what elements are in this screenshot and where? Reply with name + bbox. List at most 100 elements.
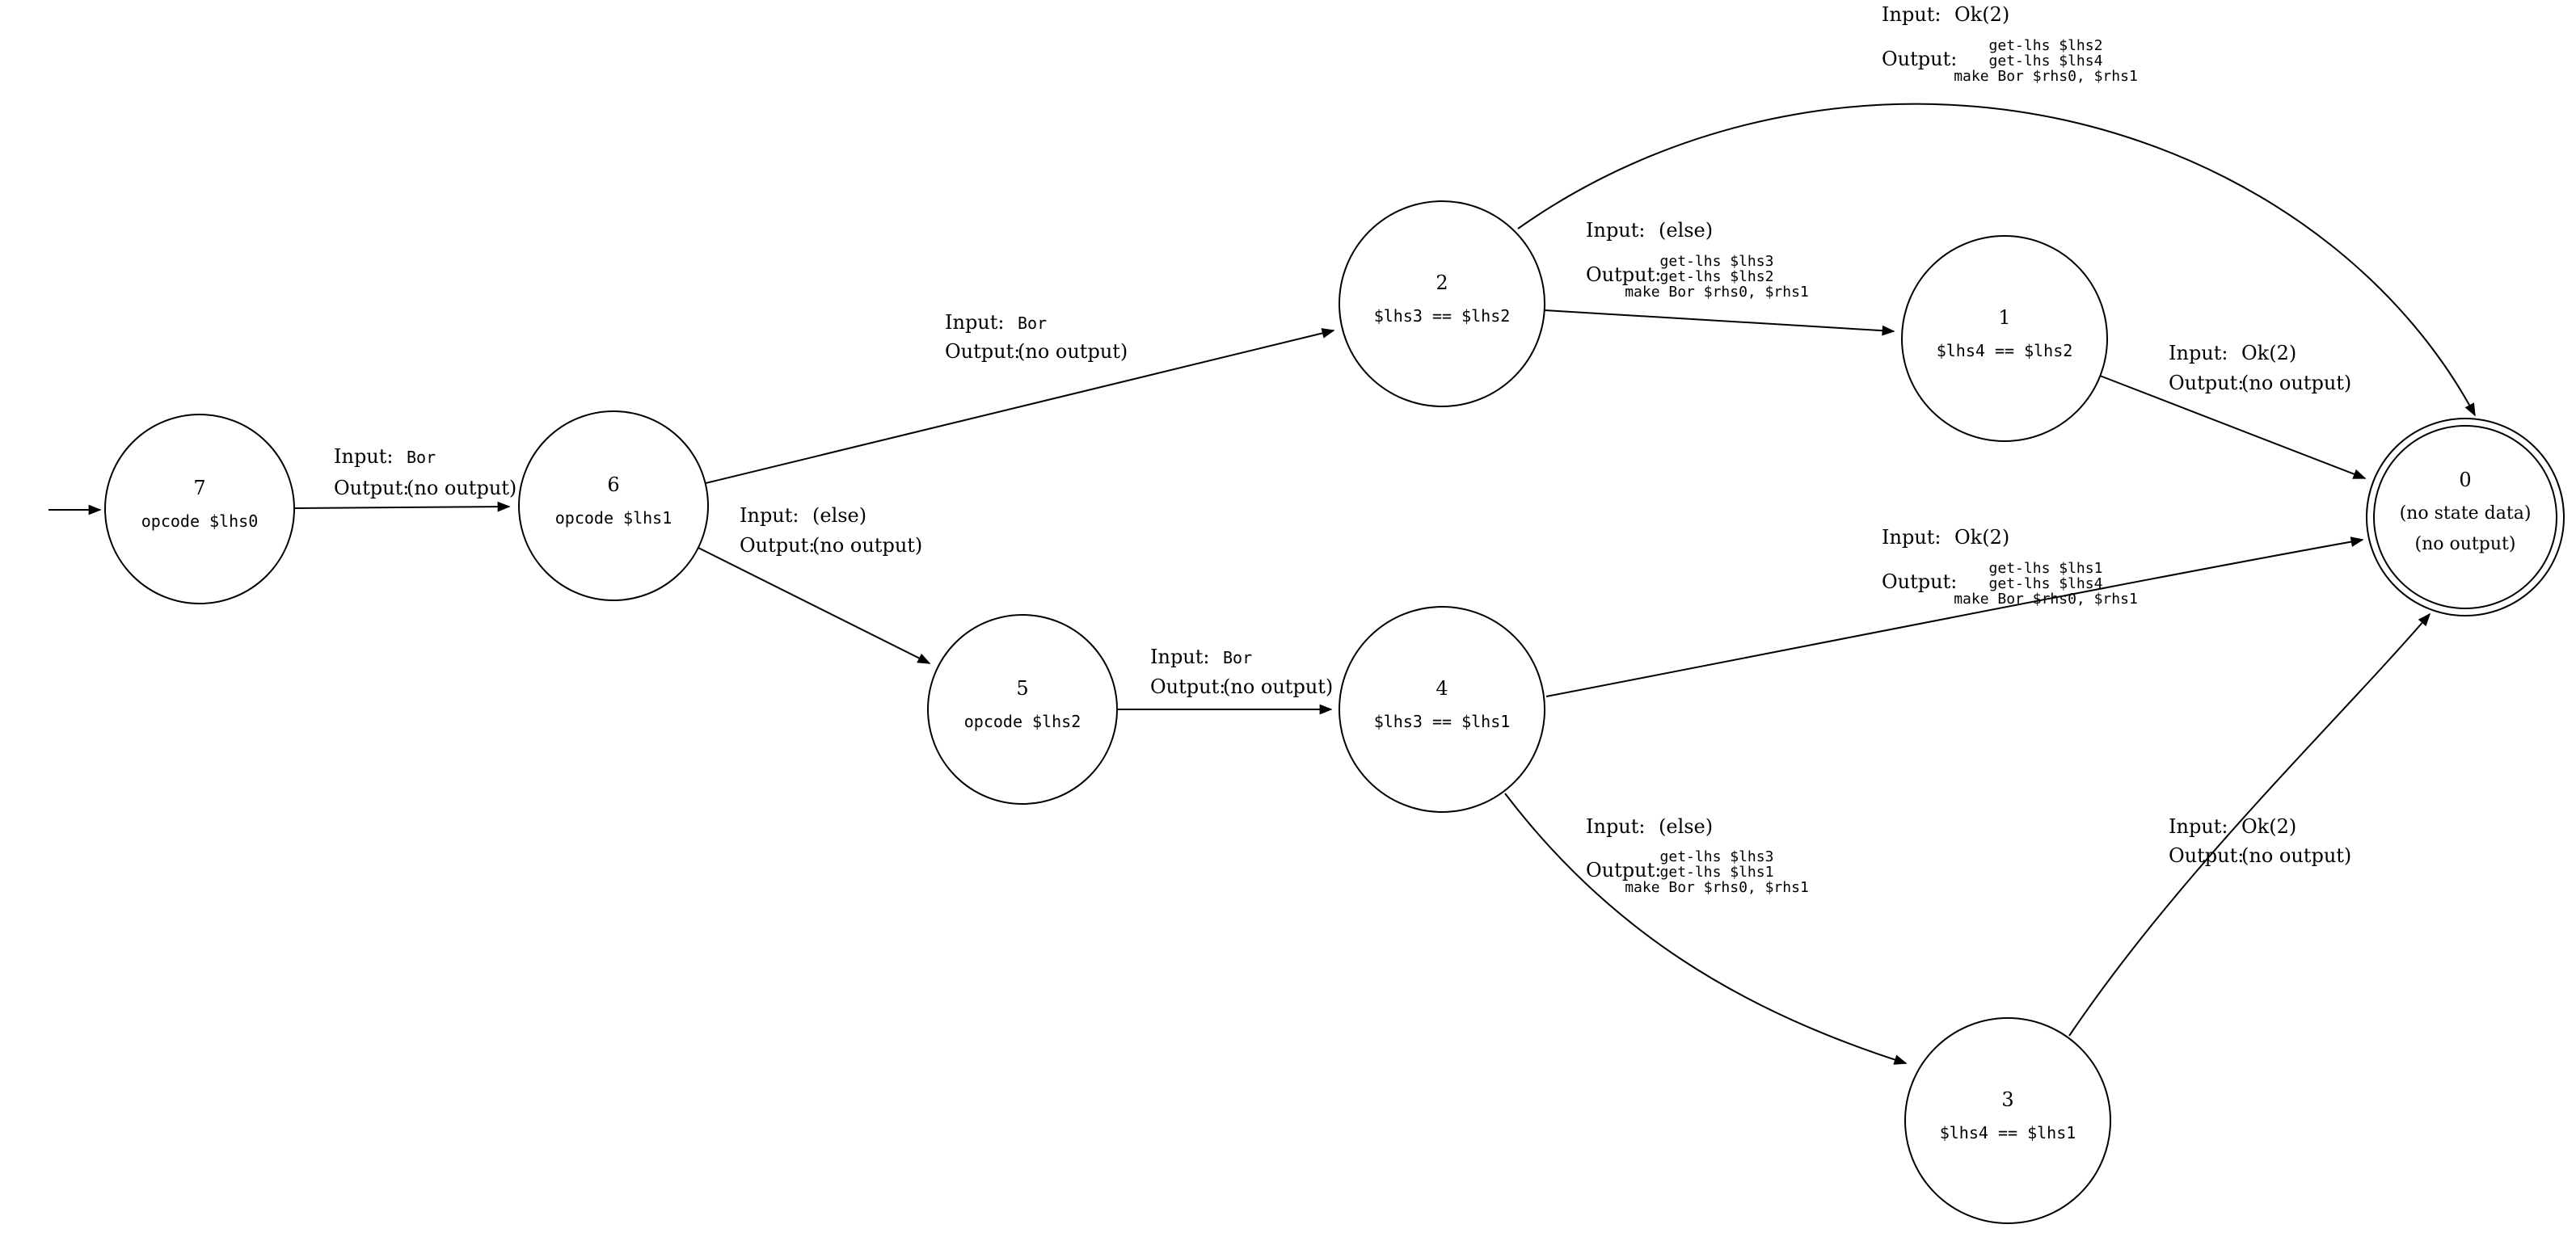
edge-2-to-1-output-line-2: get-lhs $lhs2 — [1660, 268, 1774, 285]
state-0: 0 (no state data) (no output) — [2366, 418, 2565, 616]
edge-4-to-3-output-line-2: get-lhs $lhs1 — [1660, 864, 1774, 881]
state-1: 1 $lhs4 == $lhs2 — [1901, 235, 2108, 442]
state-5-id: 5 — [1016, 677, 1028, 700]
state-7-id: 7 — [193, 477, 205, 499]
edge-6-to-2-output-keyword: Output: — [945, 340, 1020, 363]
state-3-circle — [1904, 1017, 2111, 1224]
state-6-label: opcode $lhs1 — [555, 508, 672, 528]
state-3: 3 $lhs4 == $lhs1 — [1904, 1017, 2111, 1224]
state-3-label: $lhs4 == $lhs1 — [1940, 1123, 2076, 1142]
state-5: 5 opcode $lhs2 — [927, 614, 1118, 805]
edge-5-to-4-input-keyword: Input: — [1150, 646, 1210, 668]
state-0-outer-circle — [2366, 418, 2565, 616]
state-4-id: 4 — [1436, 677, 1448, 700]
edge-4-to-0-arrow — [1545, 536, 2364, 697]
state-2-id: 2 — [1436, 271, 1448, 294]
edge-4-to-0-input-value: Ok(2) — [1954, 526, 2009, 549]
edge-2-to-0-output-line-1: get-lhs $lhs2 — [1989, 37, 2103, 54]
edge-1-to-0-label: Input: Ok(2) Output: (no output) — [2169, 342, 2351, 394]
state-0-label: (no state data) — [2400, 503, 2532, 524]
edge-7-to-6-input-value: Bor — [407, 448, 436, 467]
edge-7-to-6-arrow — [293, 501, 511, 512]
edge-2-to-1-label: Input: (else) Output: get-lhs $lhs3 get-… — [1586, 219, 1809, 301]
edge-3-to-0-label: Input: Ok(2) Output: (no output) — [2169, 815, 2351, 867]
edge-6-to-5-arrow — [698, 547, 931, 664]
edge-4-to-3-input-value: (else) — [1659, 815, 1713, 838]
edge-5-to-4-output-keyword: Output: — [1150, 675, 1225, 698]
edge-7-to-6-output-value: (no output) — [407, 477, 516, 499]
edge-4-to-3-input-keyword: Input: — [1586, 815, 1646, 838]
edge-2-to-0-input-value: Ok(2) — [1954, 3, 2009, 26]
edge-1-to-0-output-value: (no output) — [2241, 372, 2351, 394]
edge-6-to-5-output-value: (no output) — [812, 534, 922, 557]
edge-7-to-6-output-keyword: Output: — [334, 477, 409, 499]
edge-3-to-0-input-keyword: Input: — [2169, 815, 2228, 838]
edge-2-to-0-label: Input: Ok(2) Output: get-lhs $lhs2 get-l… — [1882, 3, 2138, 85]
state-2: 2 $lhs3 == $lhs2 — [1339, 200, 1545, 407]
edge-3-to-0-output-value: (no output) — [2241, 844, 2351, 867]
edge-6-to-2-input-keyword: Input: — [945, 311, 1005, 334]
edge-1-to-0-arrow — [2099, 375, 2367, 479]
edge-6-to-5-input-keyword: Input: — [740, 504, 799, 527]
edge-2-to-0-arrow — [1517, 103, 2476, 417]
state-7-circle — [104, 414, 295, 604]
edge-2-to-1-input-value: (else) — [1659, 219, 1713, 242]
edge-4-to-0-label: Input: Ok(2) Output: get-lhs $lhs1 get-l… — [1882, 526, 2138, 608]
edge-5-to-4-input-value: Bor — [1223, 648, 1252, 667]
edge-1-to-0-input-keyword: Input: — [2169, 342, 2228, 364]
edge-4-to-0-output-line-2: get-lhs $lhs4 — [1989, 575, 2103, 592]
state-0-inner-circle — [2373, 425, 2557, 609]
state-1-circle — [1901, 235, 2108, 442]
state-4-label: $lhs3 == $lhs1 — [1374, 712, 1511, 731]
edge-2-to-0-output-line-3: make Bor $rhs0, $rhs1 — [1954, 68, 2138, 85]
state-7-label: opcode $lhs0 — [141, 511, 259, 531]
state-0-sublabel: (no output) — [2415, 534, 2516, 554]
edge-6-to-5-output-keyword: Output: — [740, 534, 815, 557]
edge-3-to-0-arrow — [2068, 612, 2431, 1037]
edge-6-to-5-input-value: (else) — [812, 504, 866, 527]
edge-4-to-0-input-keyword: Input: — [1882, 526, 1941, 549]
state-6-circle — [518, 410, 709, 601]
edge-4-to-3-label: Input: (else) Output: get-lhs $lhs3 get-… — [1586, 815, 1809, 896]
state-1-label: $lhs4 == $lhs2 — [1937, 341, 2073, 360]
state-0-id: 0 — [2459, 469, 2471, 491]
state-4-circle — [1339, 606, 1545, 813]
edge-4-to-3-output-keyword: Output: — [1586, 859, 1661, 881]
state-2-label: $lhs3 == $lhs2 — [1374, 306, 1511, 326]
state-7: 7 opcode $lhs0 — [104, 414, 295, 604]
state-6-id: 6 — [607, 473, 619, 496]
edge-1-to-0-input-value: Ok(2) — [2241, 342, 2296, 364]
edge-4-to-3-output-line-1: get-lhs $lhs3 — [1660, 848, 1774, 865]
state-6: 6 opcode $lhs1 — [518, 410, 709, 601]
edge-2-to-1-output-line-3: make Bor $rhs0, $rhs1 — [1625, 284, 1809, 301]
edge-6-to-5-label: Input: (else) Output: (no output) — [740, 504, 922, 557]
state-2-circle — [1339, 200, 1545, 407]
state-3-id: 3 — [2001, 1088, 2013, 1111]
edge-2-to-0-output-line-2: get-lhs $lhs4 — [1989, 53, 2103, 69]
edge-5-to-4-output-value: (no output) — [1223, 675, 1333, 698]
state-1-id: 1 — [1998, 306, 2010, 329]
state-5-label: opcode $lhs2 — [964, 712, 1081, 731]
edge-1-to-0-output-keyword: Output: — [2169, 372, 2244, 394]
edge-6-to-2-label: Input: Bor Output: (no output) — [945, 311, 1128, 363]
edge-6-to-2-arrow — [705, 328, 1335, 484]
state-5-circle — [927, 614, 1118, 805]
edge-4-to-0-output-line-1: get-lhs $lhs1 — [1989, 560, 2103, 577]
edge-2-to-0-output-keyword: Output: — [1882, 48, 1957, 70]
edge-5-to-4-label: Input: Bor Output: (no output) — [1150, 646, 1333, 698]
edge-3-to-0-input-value: Ok(2) — [2241, 815, 2296, 838]
state-4: 4 $lhs3 == $lhs1 — [1339, 606, 1545, 813]
edge-2-to-1-arrow — [1544, 309, 1895, 336]
edge-6-to-2-output-value: (no output) — [1018, 340, 1128, 363]
edge-2-to-0-input-keyword: Input: — [1882, 3, 1941, 26]
edge-4-to-0-output-line-3: make Bor $rhs0, $rhs1 — [1954, 591, 2138, 608]
edge-3-to-0-output-keyword: Output: — [2169, 844, 2244, 867]
edge-7-to-6-label: Input: Bor Output: (no output) — [334, 445, 516, 499]
edge-2-to-1-output-line-1: get-lhs $lhs3 — [1660, 253, 1774, 270]
edge-7-to-6-input-keyword: Input: — [334, 445, 394, 468]
edge-2-to-1-input-keyword: Input: — [1586, 219, 1646, 242]
edge-6-to-2-input-value: Bor — [1018, 313, 1047, 333]
edge-4-to-3-arrow — [1504, 793, 1908, 1065]
edge-4-to-0-output-keyword: Output: — [1882, 570, 1957, 593]
